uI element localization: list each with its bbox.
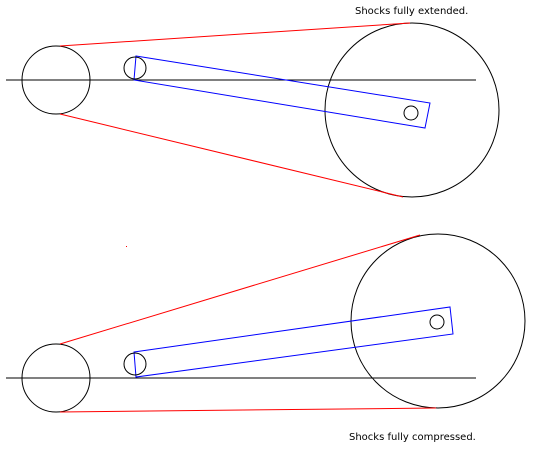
stray-dot: [126, 246, 127, 247]
swingarm-pivot-extended: [123, 56, 147, 80]
swingarm-compressed: [133, 306, 454, 378]
chain-lower-run-extended: [59, 113, 404, 198]
figure-extended: [6, 22, 500, 198]
front-sprocket-compressed: [21, 343, 91, 413]
chain-upper-run-compressed: [59, 234, 421, 345]
front-sprocket-extended: [21, 45, 91, 115]
rear-wheel-extended: [324, 22, 500, 198]
caption-shocks-extended: Shocks fully extended.: [355, 6, 469, 17]
swingarm-extended: [133, 55, 431, 129]
chain-upper-run-extended: [59, 22, 411, 47]
rear-axle-compressed: [429, 314, 445, 330]
rear-axle-extended: [403, 105, 419, 121]
caption-shocks-compressed: Shocks fully compressed.: [349, 432, 476, 443]
rear-wheel-compressed: [350, 233, 526, 409]
chain-lower-run-compressed: [59, 407, 437, 413]
figure-compressed: [6, 233, 526, 413]
swingarm-pivot-compressed: [123, 352, 147, 376]
